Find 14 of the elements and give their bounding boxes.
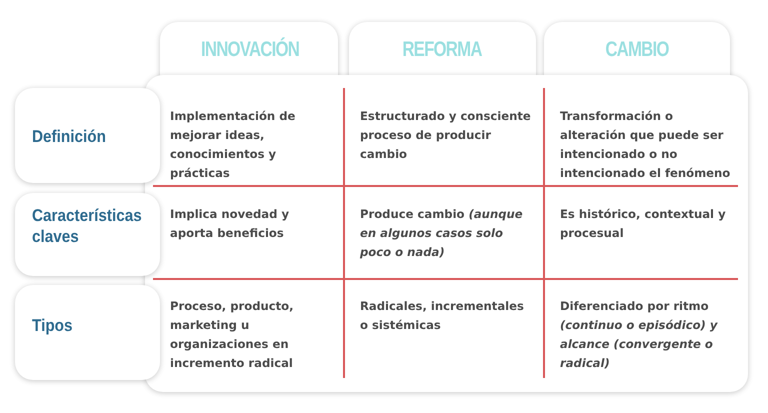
row-heading: Tipos <box>32 315 74 336</box>
table-cell-text: Implica novedad y aporta beneficios <box>170 206 290 242</box>
table-cell-text: Implementación de mejorar ideas, conocimientos y prácticas <box>170 108 296 182</box>
table-cell-text: Transformación o alteración que puede ser intencionado o no intencionado el fenómeno <box>560 108 732 182</box>
table-cell-text: Estructurado y consciente proceso de producir cambio <box>360 108 532 163</box>
table-cell-text: Diferenciado por ritmo (continuo o episódico) y alcance (convergente o radical) <box>560 298 719 372</box>
table-cell-text: Radicales, incrementales o sistémicas <box>360 298 525 334</box>
column-heading: CAMBIO <box>604 38 670 62</box>
table-cell-text: Produce cambio (aunque en algunos casos solo poco o nada) <box>360 206 524 261</box>
row-heading: Definición <box>32 126 107 147</box>
table-cell-text: Es histórico, contextual y procesual <box>560 206 727 242</box>
column-heading: INNOVACIÓN <box>201 38 297 62</box>
column-heading: REFORMA <box>401 38 483 62</box>
table-cell-text: Proceso, producto, marketing u organizaciones en incremento radical <box>170 298 295 372</box>
